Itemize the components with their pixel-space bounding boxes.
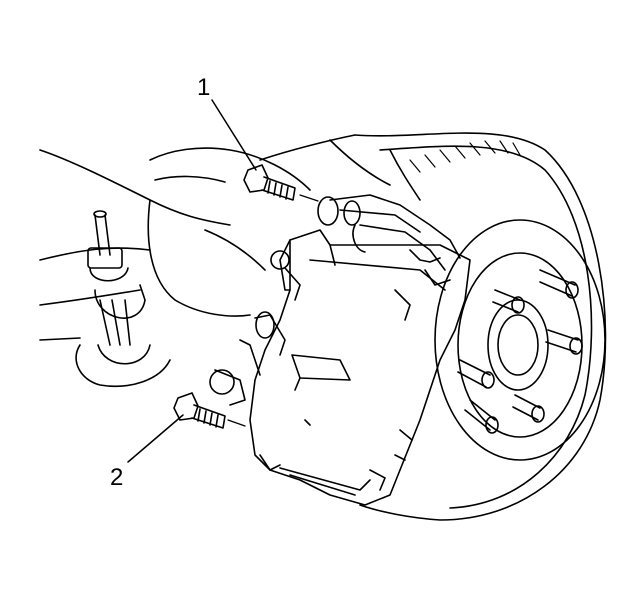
knuckle-and-control-arm: [39, 134, 421, 388]
wheel-studs: [457, 269, 583, 434]
callout-leader-2: [127, 414, 184, 463]
caliper-bolt-lower: [173, 392, 246, 429]
caliper-bolt-upper: [243, 164, 319, 202]
brake-rotor: [354, 132, 607, 521]
callout-leader-1: [211, 99, 257, 171]
callout-label-2: 2: [110, 464, 124, 491]
brake-caliper: [209, 194, 471, 506]
callout-label-1: 1: [197, 74, 211, 101]
